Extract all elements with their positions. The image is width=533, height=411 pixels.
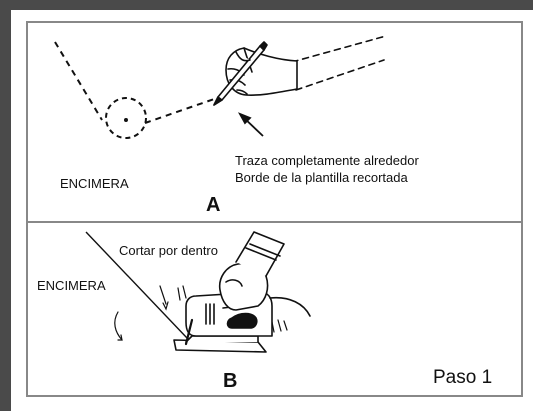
motion-marks — [114, 285, 288, 341]
arrow-icon — [237, 112, 264, 137]
inner-frame — [26, 21, 523, 397]
countertop-edge — [85, 231, 188, 339]
hand-with-pencil-icon — [213, 35, 387, 106]
hand-with-jigsaw-icon — [173, 231, 311, 353]
step-label: Paso 1 — [433, 367, 493, 388]
template-center-dot — [124, 118, 128, 122]
instruction-line-2: Borde de la plantilla recortada — [235, 170, 408, 185]
countertop-label-a: ENCIMERA — [60, 176, 129, 191]
countertop-label-b: ENCIMERA — [37, 278, 106, 293]
panel-b-letter: B — [223, 370, 238, 392]
template-trace-line — [54, 41, 221, 124]
template-circle — [105, 97, 147, 139]
cut-inside-label: Cortar por dentro — [119, 243, 218, 258]
panel-a-letter: A — [206, 194, 221, 216]
instruction-line-1: Traza completamente alrededor — [235, 153, 419, 168]
